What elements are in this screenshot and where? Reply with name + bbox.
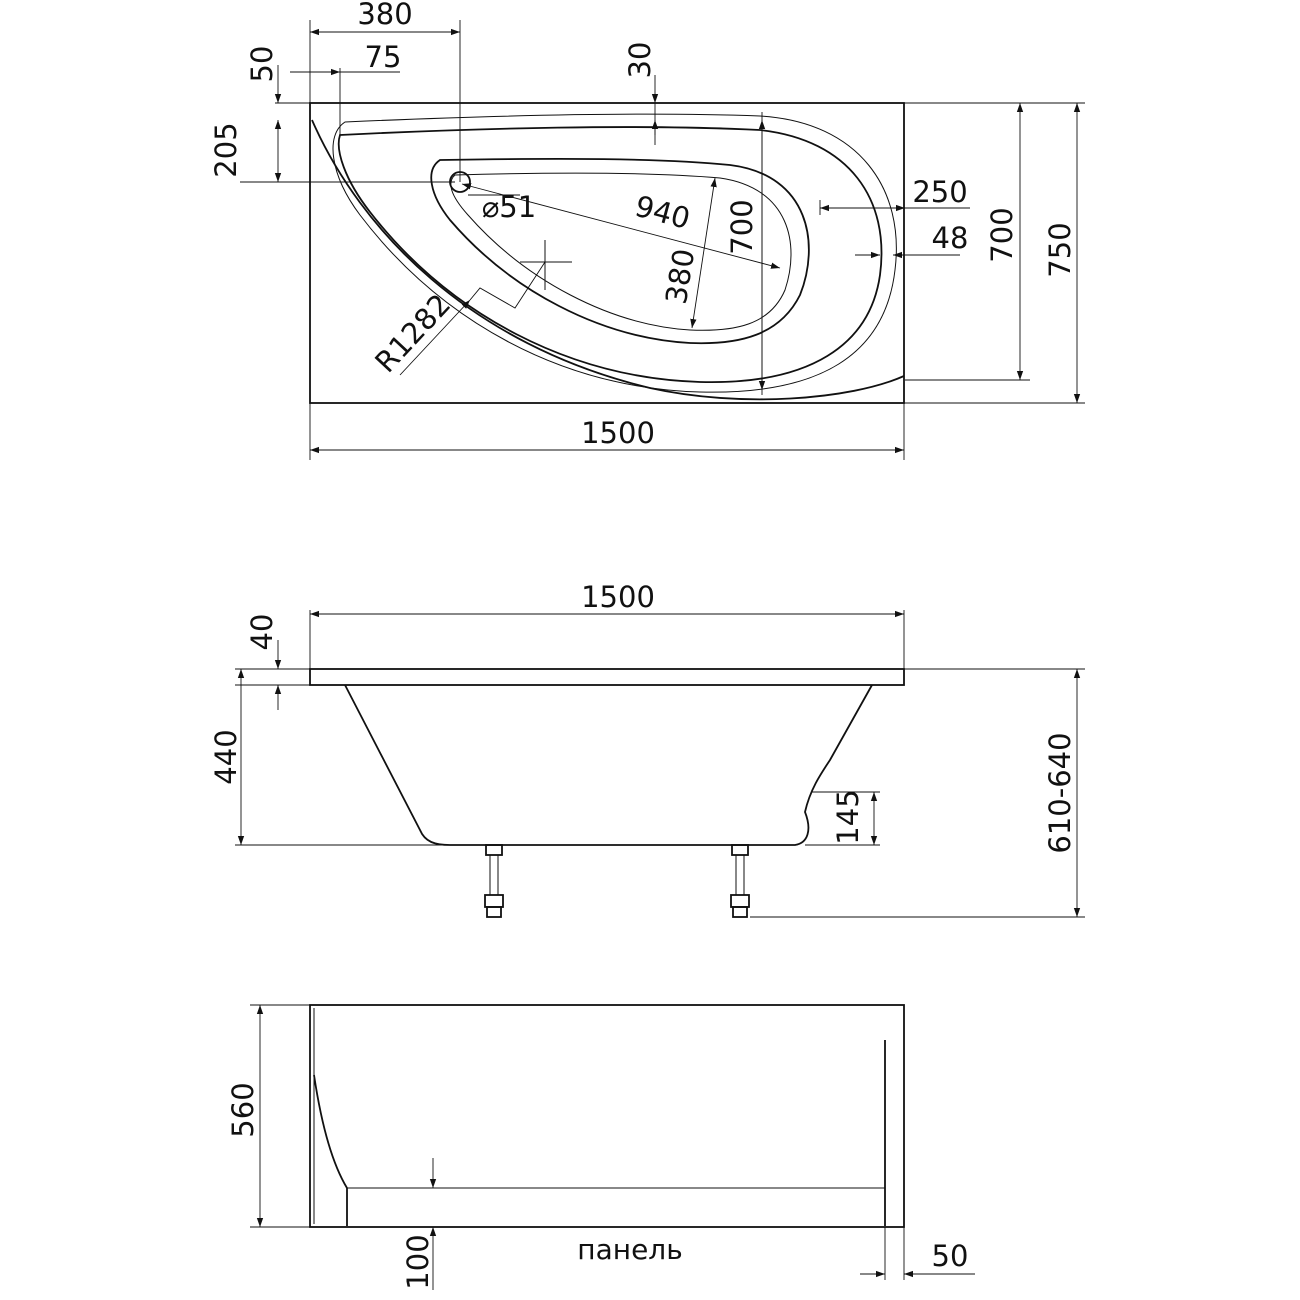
label-1500-top: 1500 — [581, 416, 655, 450]
tub-basin-outline — [337, 126, 883, 383]
leg-right — [730, 844, 750, 918]
label-700-outer: 700 — [985, 207, 1019, 262]
panel-label: панель — [577, 1233, 682, 1266]
leg-left — [484, 844, 504, 918]
radius-leader — [469, 261, 546, 309]
label-560: 560 — [226, 1082, 260, 1137]
label-radius: R1282 — [368, 287, 457, 379]
front-view: 1500 40 440 145 610-640 — [209, 580, 1085, 918]
label-diameter: ⌀51 — [482, 190, 536, 224]
front-view-rim — [309, 668, 905, 686]
label-1500-front: 1500 — [581, 580, 655, 614]
top-view: 380 75 50 30 205 ⌀51 940 700 380 250 48 … — [209, 0, 1085, 460]
label-30: 30 — [623, 42, 657, 79]
label-380-inner: 380 — [659, 246, 701, 306]
label-440: 440 — [209, 729, 243, 784]
label-100: 100 — [401, 1234, 435, 1289]
tub-rim-top — [332, 113, 897, 393]
label-940: 940 — [631, 189, 693, 236]
panel-curve — [313, 1074, 348, 1226]
label-380-top: 380 — [357, 0, 412, 31]
panel-view: 560 100 50 панель — [226, 1004, 975, 1290]
front-view-body — [344, 684, 873, 846]
label-40: 40 — [245, 614, 279, 651]
label-50-panel: 50 — [932, 1239, 969, 1273]
label-205: 205 — [209, 122, 243, 177]
label-250: 250 — [912, 175, 967, 209]
label-75: 75 — [365, 40, 402, 74]
label-750: 750 — [1043, 222, 1077, 277]
panel-outline — [309, 1004, 905, 1228]
dim-line-940 — [461, 183, 781, 269]
label-610-640: 610-640 — [1043, 732, 1077, 853]
dim-line-380-inner — [690, 177, 717, 329]
label-700-inner: 700 — [725, 199, 759, 254]
label-50-top: 50 — [245, 46, 279, 83]
tub-rim-outer — [311, 119, 905, 401]
label-48: 48 — [932, 221, 969, 255]
radius-line — [399, 299, 471, 376]
top-view-outline — [309, 102, 905, 404]
label-145: 145 — [831, 789, 865, 844]
